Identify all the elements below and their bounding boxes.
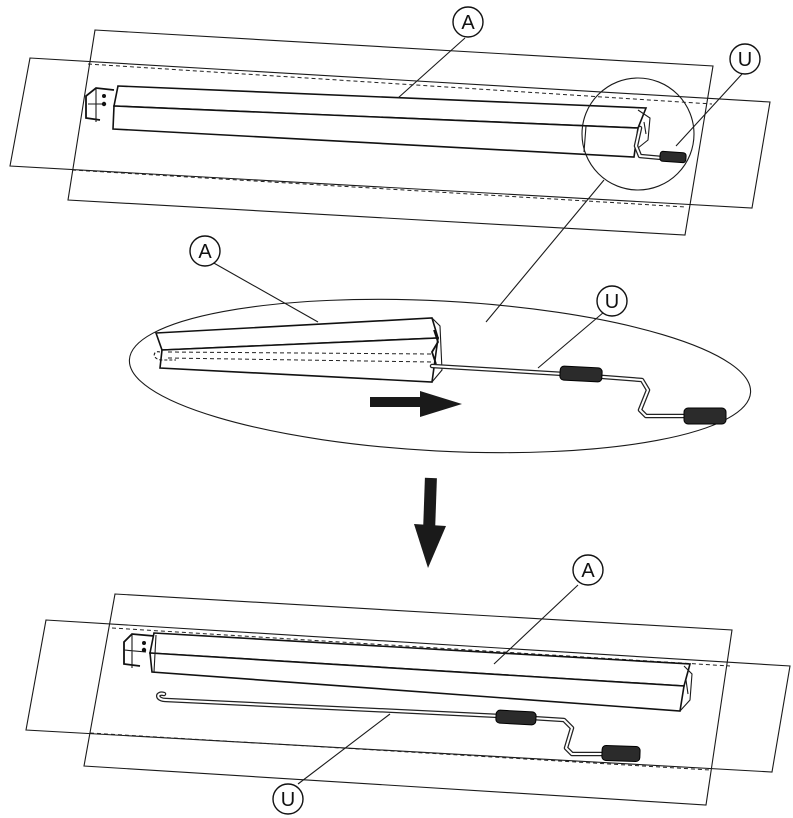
- bar-a-detail: [153, 317, 443, 383]
- callout-u-detail: U: [596, 285, 628, 317]
- callout-a-detail-label: A: [198, 241, 212, 263]
- callout-a-bottom-label: A: [581, 560, 595, 582]
- detail-circle: [581, 77, 695, 191]
- handle-u-detail: [429, 363, 727, 425]
- sheet-front-bottom: [25, 619, 791, 773]
- sheet-back-bottom: [83, 593, 733, 806]
- callout-u-bottom: U: [272, 783, 304, 815]
- detail-view: A U: [128, 235, 752, 454]
- step-1-panel: A U: [9, 6, 771, 236]
- step-2-panel: A U: [25, 554, 791, 815]
- sheet-back: [67, 29, 714, 236]
- callout-u-top-label: U: [738, 49, 752, 71]
- bar-a-step2: [123, 632, 693, 712]
- callout-a-top-label: A: [461, 12, 475, 34]
- callout-u-detail-label: U: [605, 291, 619, 313]
- handle-u-step1: [633, 125, 687, 164]
- callout-a-top: A: [452, 6, 484, 38]
- callout-u-top: U: [729, 43, 761, 75]
- sheet-front: [9, 57, 771, 209]
- right-arrow-icon: [370, 391, 462, 417]
- handle-u-step2: [156, 691, 641, 763]
- callout-a-detail: A: [189, 235, 221, 267]
- callout-a-bottom: A: [572, 554, 604, 586]
- bar-a-step1: [85, 85, 651, 158]
- down-arrow-icon: [414, 477, 446, 568]
- detail-ellipse: [128, 298, 752, 454]
- callout-u-bottom-label: U: [281, 789, 295, 811]
